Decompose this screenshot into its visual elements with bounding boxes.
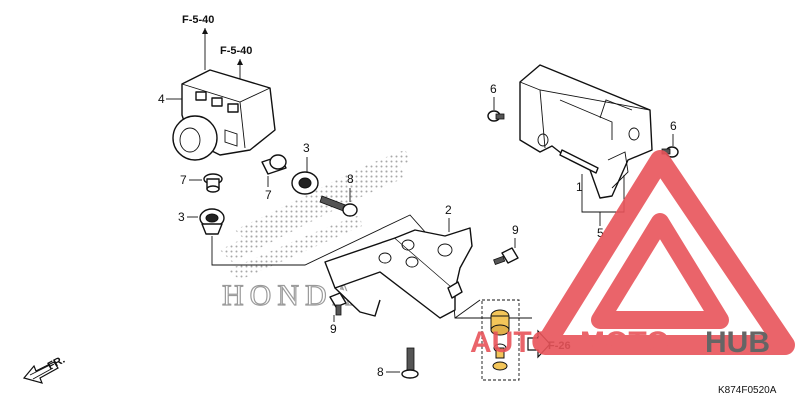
- lower-grommet[interactable]: [199, 208, 225, 235]
- callout-5: 5: [597, 226, 604, 240]
- ref-f540-mid[interactable]: F-5-40: [220, 45, 252, 57]
- abs-cover[interactable]: [519, 64, 653, 199]
- callout-6-left: 6: [490, 82, 497, 96]
- diagram-code: K874F0520A: [718, 385, 777, 396]
- upper-grommet[interactable]: [291, 171, 319, 195]
- cover-rubber-strip[interactable]: [559, 149, 599, 174]
- lower-collar[interactable]: [203, 173, 223, 193]
- callout-1: 1: [576, 180, 583, 194]
- callout-7-lower: 7: [180, 173, 187, 187]
- callout-9-right: 9: [512, 223, 519, 237]
- callout-3-lower: 3: [178, 210, 185, 224]
- right-flange-bolt[interactable]: [493, 247, 519, 266]
- automotohub-watermark: AUTO MOTO HUB: [470, 150, 795, 359]
- left-cover-screw[interactable]: [487, 110, 505, 122]
- callout-2: 2: [445, 203, 452, 217]
- lower-flange-bolt[interactable]: [401, 347, 419, 379]
- ref-f540-top[interactable]: F-5-40: [182, 14, 214, 26]
- abs-mounting-bracket[interactable]: [324, 227, 473, 319]
- callout-8-lower: 8: [377, 365, 384, 379]
- upper-flange-bolt[interactable]: [319, 195, 358, 217]
- watermark-moto: MOTO: [580, 326, 669, 359]
- watermark-hub: HUB: [705, 326, 770, 359]
- callout-7-upper: 7: [265, 188, 272, 202]
- watermark-auto: AUTO: [470, 326, 554, 359]
- callout-4: 4: [158, 92, 165, 106]
- callout-3-upper: 3: [303, 141, 310, 155]
- front-label: FR.: [46, 354, 67, 373]
- left-flange-bolt[interactable]: [329, 292, 347, 316]
- upper-collar[interactable]: [261, 154, 287, 175]
- callout-8-upper: 8: [347, 172, 354, 186]
- abs-modulator-unit[interactable]: [172, 69, 276, 161]
- honda-wing-logo: HONDA: [220, 150, 412, 313]
- front-direction-arrow: [22, 361, 59, 384]
- callout-6-right: 6: [670, 119, 677, 133]
- callout-9-left: 9: [330, 322, 337, 336]
- rubber-mount-stack[interactable]: [481, 299, 520, 381]
